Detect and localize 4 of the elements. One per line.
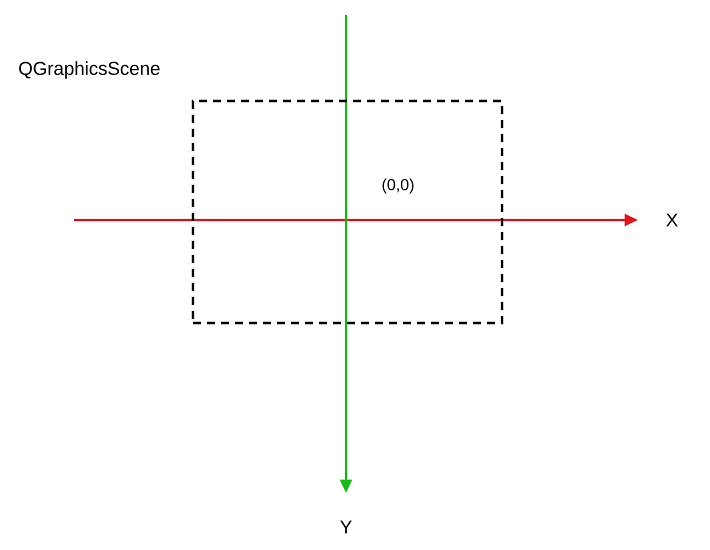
axis-label: X: [666, 214, 678, 226]
heading: QGraphicsScene: [19, 61, 160, 79]
origin-label: (0,0): [382, 178, 414, 194]
axis-label: Y: [340, 520, 352, 534]
